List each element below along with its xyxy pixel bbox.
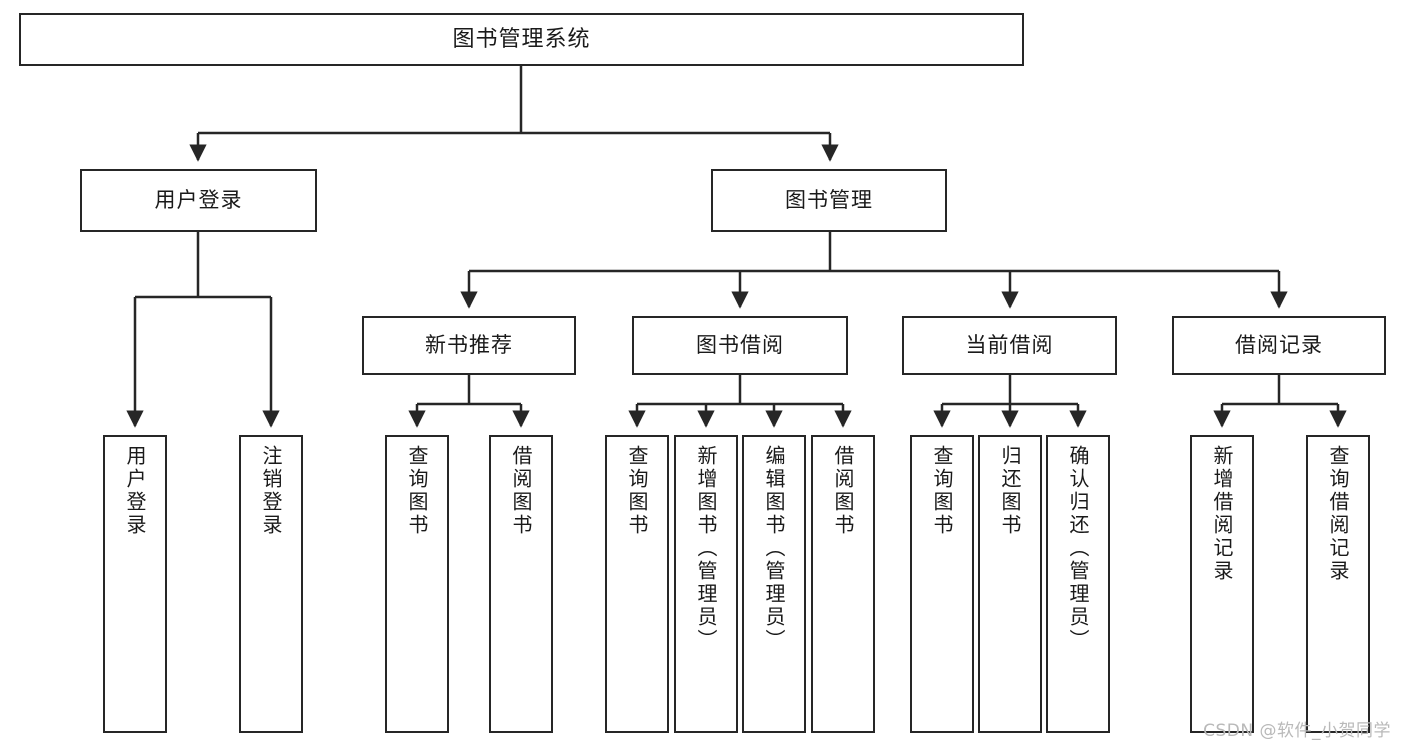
node-label: 查询图书 xyxy=(930,445,954,537)
node-user-login[interactable]: 用户登录 xyxy=(80,169,317,232)
node-label: 新增图书（管理员） xyxy=(694,445,718,652)
node-label: 确认归还（管理员） xyxy=(1066,445,1090,652)
node-label: 归还图书 xyxy=(998,445,1022,537)
node-label: 查询借阅记录 xyxy=(1326,445,1350,583)
leaf-book-borrow-edit-book-admin[interactable]: 编辑图书（管理员） xyxy=(742,435,806,733)
node-root-book-management-system[interactable]: 图书管理系统 xyxy=(19,13,1024,66)
node-label: 图书管理 xyxy=(785,188,873,213)
node-label: 新书推荐 xyxy=(425,333,513,358)
node-label: 借阅图书 xyxy=(509,445,533,537)
node-label: 查询图书 xyxy=(625,445,649,537)
node-label: 新增借阅记录 xyxy=(1210,445,1234,583)
leaf-borrow-record-add-record[interactable]: 新增借阅记录 xyxy=(1190,435,1254,733)
leaf-current-borrow-return-book[interactable]: 归还图书 xyxy=(978,435,1042,733)
node-book-management[interactable]: 图书管理 xyxy=(711,169,947,232)
node-label: 图书管理系统 xyxy=(452,26,591,52)
leaf-book-borrow-query-book[interactable]: 查询图书 xyxy=(605,435,669,733)
node-label: 借阅图书 xyxy=(831,445,855,537)
leaf-new-book-borrow-book[interactable]: 借阅图书 xyxy=(489,435,553,733)
node-label: 注销登录 xyxy=(259,445,283,537)
node-label: 用户登录 xyxy=(123,445,147,537)
node-current-borrow[interactable]: 当前借阅 xyxy=(902,316,1117,375)
watermark-text: CSDN @软件_小贺同学 xyxy=(1203,721,1391,741)
leaf-current-borrow-confirm-return-admin[interactable]: 确认归还（管理员） xyxy=(1046,435,1110,733)
leaf-new-book-query-book[interactable]: 查询图书 xyxy=(385,435,449,733)
leaf-book-borrow-add-book-admin[interactable]: 新增图书（管理员） xyxy=(674,435,738,733)
leaf-current-borrow-query-book[interactable]: 查询图书 xyxy=(910,435,974,733)
node-borrow-record[interactable]: 借阅记录 xyxy=(1172,316,1386,375)
node-book-borrow[interactable]: 图书借阅 xyxy=(632,316,848,375)
leaf-user-login-logout[interactable]: 注销登录 xyxy=(239,435,303,733)
node-label: 用户登录 xyxy=(154,188,243,213)
node-label: 查询图书 xyxy=(405,445,429,537)
node-label: 借阅记录 xyxy=(1235,333,1323,358)
node-label: 图书借阅 xyxy=(696,333,784,358)
node-label: 当前借阅 xyxy=(965,333,1054,358)
leaf-user-login-login[interactable]: 用户登录 xyxy=(103,435,167,733)
leaf-borrow-record-query-record[interactable]: 查询借阅记录 xyxy=(1306,435,1370,733)
node-label: 编辑图书（管理员） xyxy=(762,445,786,652)
leaf-book-borrow-borrow-book[interactable]: 借阅图书 xyxy=(811,435,875,733)
node-new-book-recommend[interactable]: 新书推荐 xyxy=(362,316,576,375)
